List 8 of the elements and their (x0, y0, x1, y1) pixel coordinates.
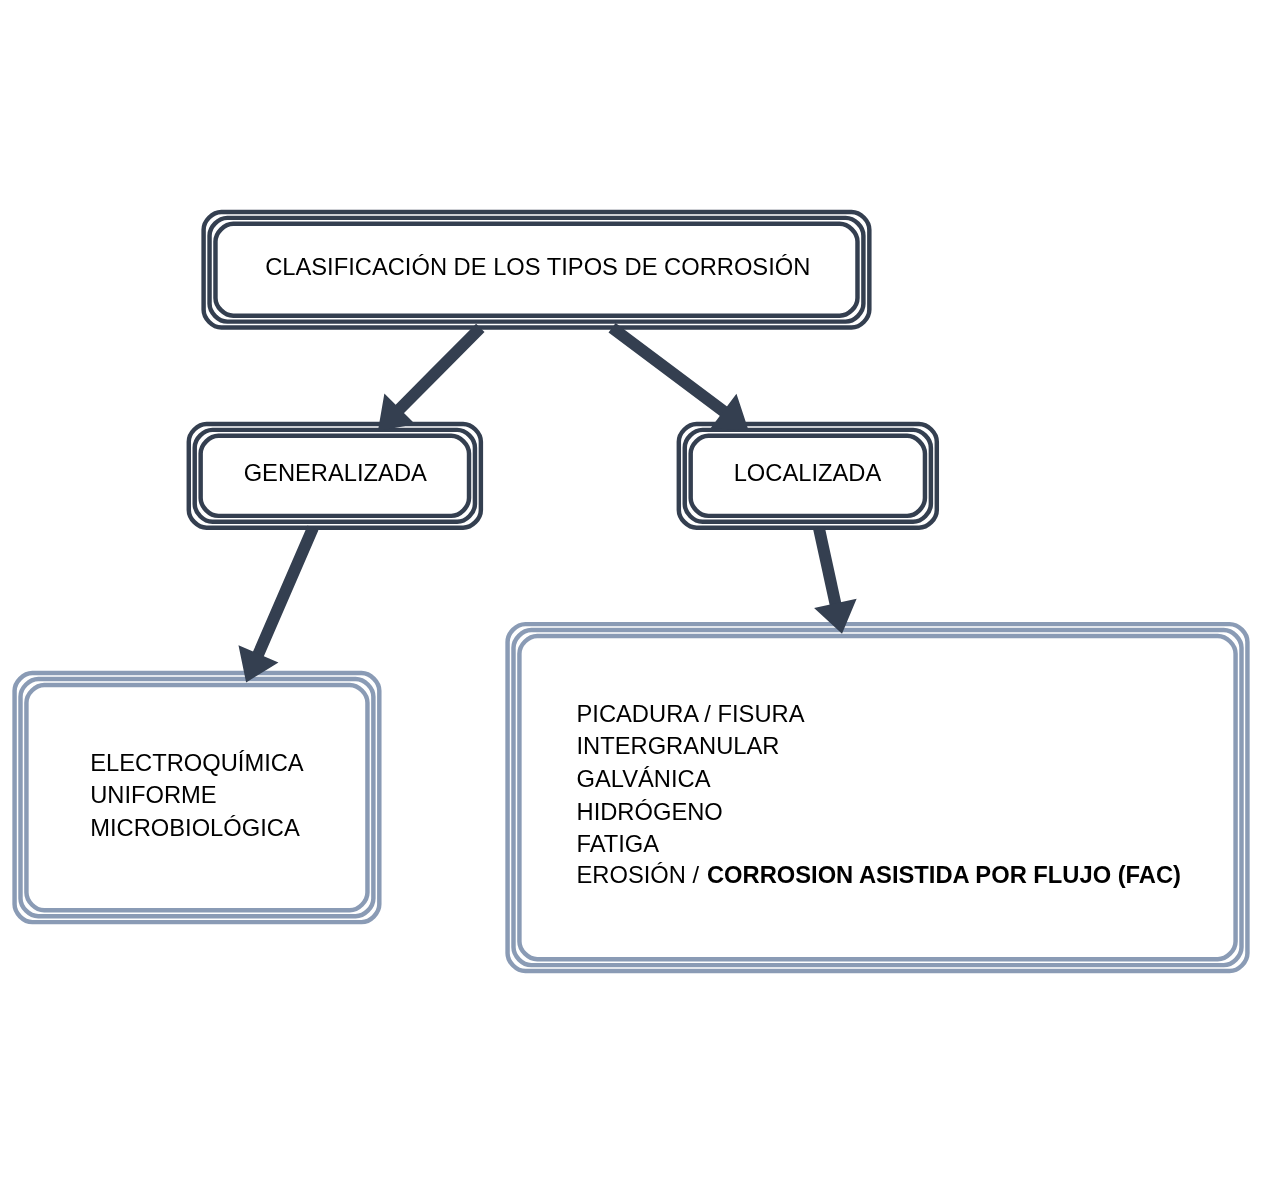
node-box: GENERALIZADA (186, 421, 484, 530)
arrow (377, 323, 485, 431)
arrow (238, 525, 319, 683)
arrow (608, 323, 749, 430)
node-box: ELECTROQUÍMICA UNIFORME MICROBIOLÓGICA (12, 670, 382, 925)
node-box: CLASIFICACIÓN DE LOS TIPOS DE CORROSIÓN (201, 209, 872, 330)
node-box: PICADURA / FISURA INTERGRANULAR GALVÁNICA HIDRÓGENO FATIGA EROSIÓN / CORROSION ASISTIDA POR FLUJO (FAC) (505, 621, 1250, 974)
node-box: LOCALIZADA (676, 421, 940, 530)
